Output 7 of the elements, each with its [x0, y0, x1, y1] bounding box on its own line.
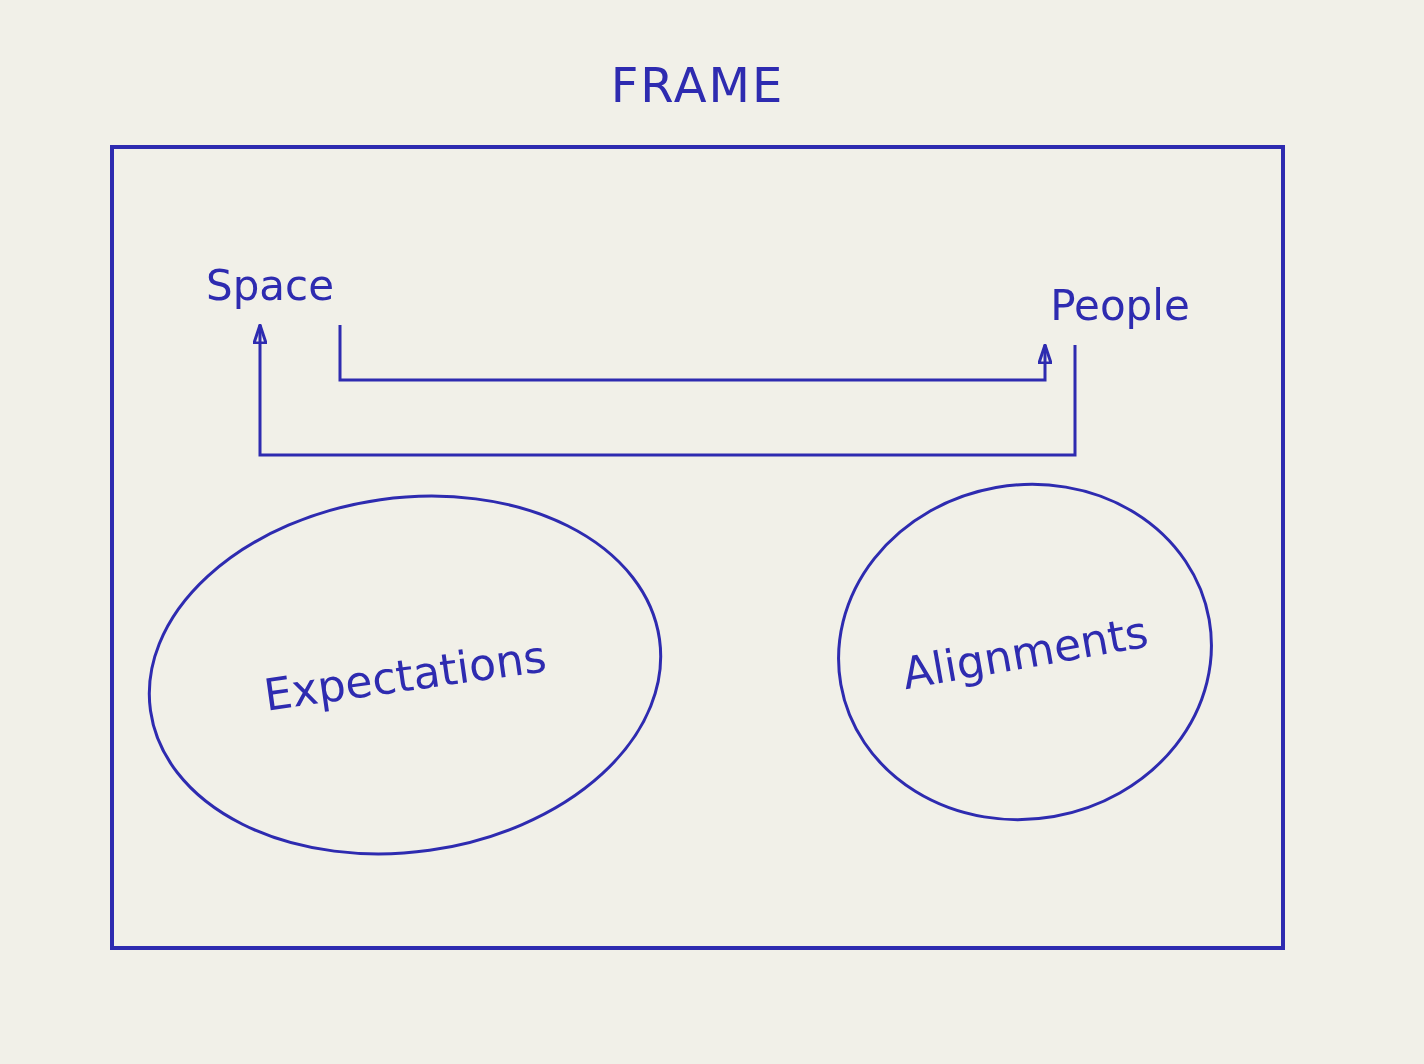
- frame-title: FRAME: [609, 57, 786, 113]
- node-label: Space: [190, 245, 350, 325]
- arrow: [252, 323, 1077, 457]
- node-label: People: [1025, 265, 1215, 345]
- ellipse-label: Expectations: [260, 629, 550, 721]
- ellipse-label: Alignments: [898, 605, 1152, 699]
- arrow: [338, 325, 1053, 382]
